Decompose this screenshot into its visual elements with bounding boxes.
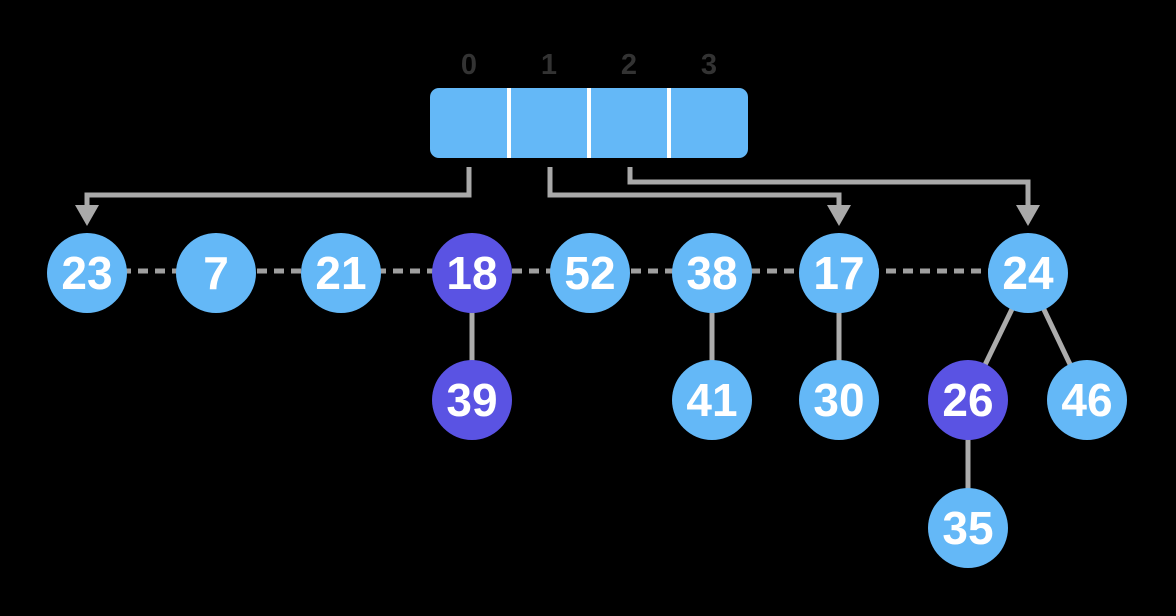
degree-array (430, 88, 748, 158)
heap-node-38: 38 (672, 233, 752, 313)
node-value: 23 (61, 247, 113, 299)
array-index-2: 2 (620, 49, 638, 81)
heap-node-21: 21 (301, 233, 381, 313)
node-value: 18 (446, 247, 498, 299)
node-value: 41 (686, 374, 738, 426)
node-value: 26 (942, 374, 994, 426)
array-divider (587, 88, 591, 158)
arrow-slot1-to-17-line (547, 167, 842, 207)
heap-node-17: 17 (799, 233, 879, 313)
arrow-slot0-to-23-head (75, 205, 99, 226)
array-divider (667, 88, 671, 158)
arrow-slot0-to-23-line (84, 167, 472, 207)
node-value: 7 (203, 247, 229, 299)
heap-node-18-marked: 18 (432, 233, 512, 313)
heap-node-39-marked: 39 (432, 360, 512, 440)
node-value: 39 (446, 374, 498, 426)
node-value: 17 (813, 247, 865, 299)
heap-node-46: 46 (1047, 360, 1127, 440)
node-value: 30 (813, 374, 865, 426)
heap-node-41: 41 (672, 360, 752, 440)
heap-node-24: 24 (988, 233, 1068, 313)
heap-node-23: 23 (47, 233, 127, 313)
heap-node-52: 52 (550, 233, 630, 313)
node-value: 24 (1002, 247, 1054, 299)
array-divider (507, 88, 511, 158)
array-index-3: 3 (700, 49, 718, 81)
array-index-1: 1 (540, 49, 558, 81)
heap-node-26-marked: 26 (928, 360, 1008, 440)
heap-node-30: 30 (799, 360, 879, 440)
arrow-slot1-to-17-head (827, 205, 851, 226)
node-value: 52 (564, 247, 616, 299)
arrow-slot2-to-24-line (627, 167, 1031, 207)
node-value: 21 (315, 247, 367, 299)
array-index-0: 0 (460, 49, 478, 81)
heap-node-35: 35 (928, 488, 1008, 568)
node-value: 35 (942, 502, 994, 554)
arrow-slot2-to-24-head (1016, 205, 1040, 226)
heap-node-7: 7 (176, 233, 256, 313)
node-value: 46 (1061, 374, 1113, 426)
node-value: 38 (686, 247, 738, 299)
